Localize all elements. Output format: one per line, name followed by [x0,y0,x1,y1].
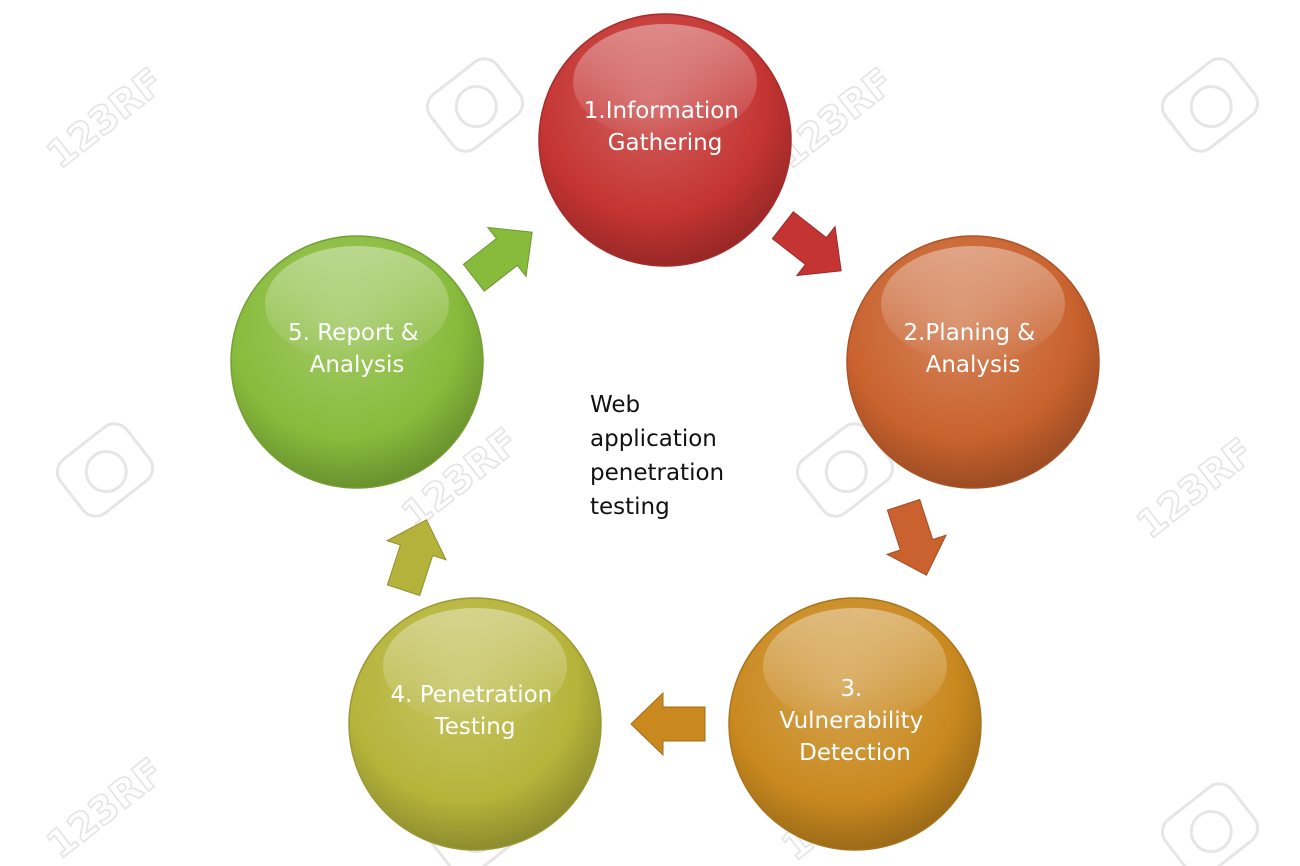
watermark-text: 123RF [1128,430,1261,548]
step-nodes: 1.Information Gathering 2.Planing & Anal… [230,13,1100,851]
step-label-line: Detection [799,740,911,766]
arrow-1-to-2 [771,211,842,277]
step-label: 5. Report & Analysis [288,320,426,378]
watermark-text: 123RF [38,60,171,178]
step-label-line: 3. [840,676,862,702]
step-circle-highlight [881,246,1065,362]
watermark-camera-icon [425,57,525,153]
step-label-line: 4. Penetration [390,682,552,708]
step-label-line: 2.Planing & [903,320,1035,346]
step-node-planing-analysis: 2.Planing & Analysis [846,235,1100,489]
center-caption-line: testing [590,494,670,520]
step-node-vulnerability-detection: 3. Vulnerability Detection [728,597,982,851]
center-caption-line: application [590,426,717,452]
arrow-3-to-4 [630,691,706,757]
step-circle-highlight [573,24,757,140]
step-label: 2.Planing & Analysis [903,320,1042,378]
watermark-logo: 123RF [38,749,173,866]
watermark-logo: 123RF [1128,429,1263,548]
watermark-camera-icon [1160,782,1260,866]
step-label-line: Gathering [608,130,723,156]
center-caption-line: penetration [590,460,724,486]
step-label: 3. Vulnerability Detection [779,676,930,766]
watermark-camera-icon [1160,57,1260,153]
step-label-line: Analysis [310,352,405,378]
center-caption: Web application penetration testing [590,392,731,520]
step-label: 1.Information Gathering [584,98,746,156]
center-caption-line: Web [590,392,640,418]
step-circle-highlight [265,246,449,362]
step-label-line: Analysis [926,352,1021,378]
arrow-5-to-1 [462,226,533,292]
step-label-line: 1.Information [584,98,739,124]
step-node-information-gathering: 1.Information Gathering [538,13,792,267]
step-circle-highlight [763,608,947,724]
arrow-layer [385,211,947,757]
step-circle-highlight [383,608,567,724]
step-label: 4. Penetration Testing [390,682,559,740]
step-label-line: Testing [434,714,516,740]
watermark-camera-icon [55,422,155,518]
step-node-report-analysis: 5. Report & Analysis [230,235,484,489]
arrow-2-to-3 [885,498,947,576]
step-node-penetration-testing: 4. Penetration Testing [348,597,602,851]
step-label-line: 5. Report & [288,320,419,346]
watermark-logo: 123RF [38,59,173,178]
step-label-line: Vulnerability [779,708,923,734]
arrow-4-to-5 [385,519,447,597]
watermark-text: 123RF [38,750,171,866]
